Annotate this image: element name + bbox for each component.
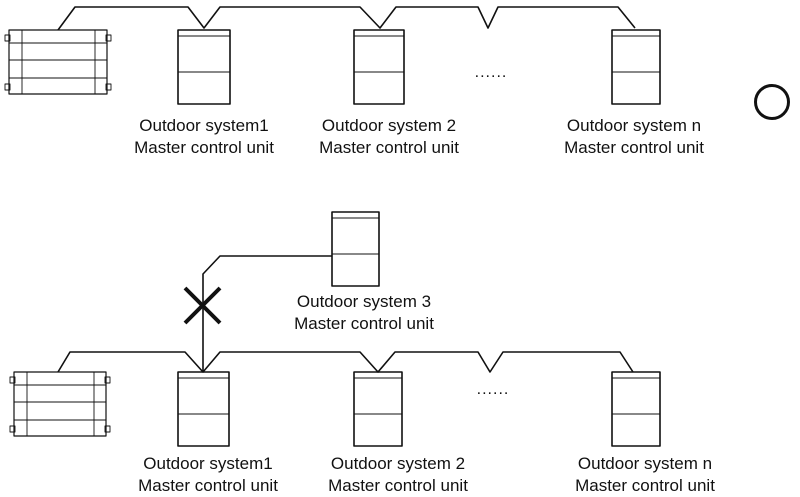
system-name: Outdoor system1 [139, 116, 269, 135]
outdoor-unit-3-branch [331, 211, 380, 287]
system-role: Master control unit [294, 314, 434, 333]
circle-mark-icon [754, 84, 790, 120]
label-bottom-unit-1: Outdoor system1 Master control unit [138, 453, 278, 497]
central-controller-top [4, 29, 112, 95]
label-top-unit-n: Outdoor system n Master control unit [564, 115, 704, 159]
label-top-unit-1: Outdoor system1 Master control unit [134, 115, 274, 159]
system-name: Outdoor system1 [143, 454, 273, 473]
ellipsis-bottom: ...... [476, 381, 510, 398]
branch-line [202, 255, 332, 372]
outdoor-unit-n-bottom [611, 371, 661, 447]
outdoor-unit-2-top [353, 29, 405, 105]
system-role: Master control unit [575, 476, 715, 495]
label-bottom-unit-n: Outdoor system n Master control unit [575, 453, 715, 497]
ellipsis-top: ...... [474, 64, 508, 81]
system-role: Master control unit [319, 138, 459, 157]
system-name: Outdoor system 2 [321, 116, 457, 135]
cross-mark-icon [183, 286, 222, 325]
outdoor-unit-n-top [611, 29, 661, 105]
system-name: Outdoor system n [577, 454, 713, 473]
outdoor-unit-1-bottom [177, 371, 230, 447]
outdoor-unit-1-top [177, 29, 231, 105]
label-bottom-unit-2: Outdoor system 2 Master control unit [328, 453, 468, 497]
system-role: Master control unit [328, 476, 468, 495]
system-role: Master control unit [564, 138, 704, 157]
system-name: Outdoor system 2 [330, 454, 466, 473]
system-role: Master control unit [138, 476, 278, 495]
bus-line-bottom [57, 351, 634, 373]
label-top-unit-2: Outdoor system 2 Master control unit [319, 115, 459, 159]
system-name: Outdoor system n [566, 116, 702, 135]
system-name: Outdoor system 3 [296, 292, 432, 311]
label-branch-unit-3: Outdoor system 3 Master control unit [294, 291, 434, 335]
central-controller-bottom [9, 371, 111, 437]
outdoor-unit-2-bottom [353, 371, 403, 447]
system-role: Master control unit [134, 138, 274, 157]
bus-line-top [57, 6, 636, 31]
